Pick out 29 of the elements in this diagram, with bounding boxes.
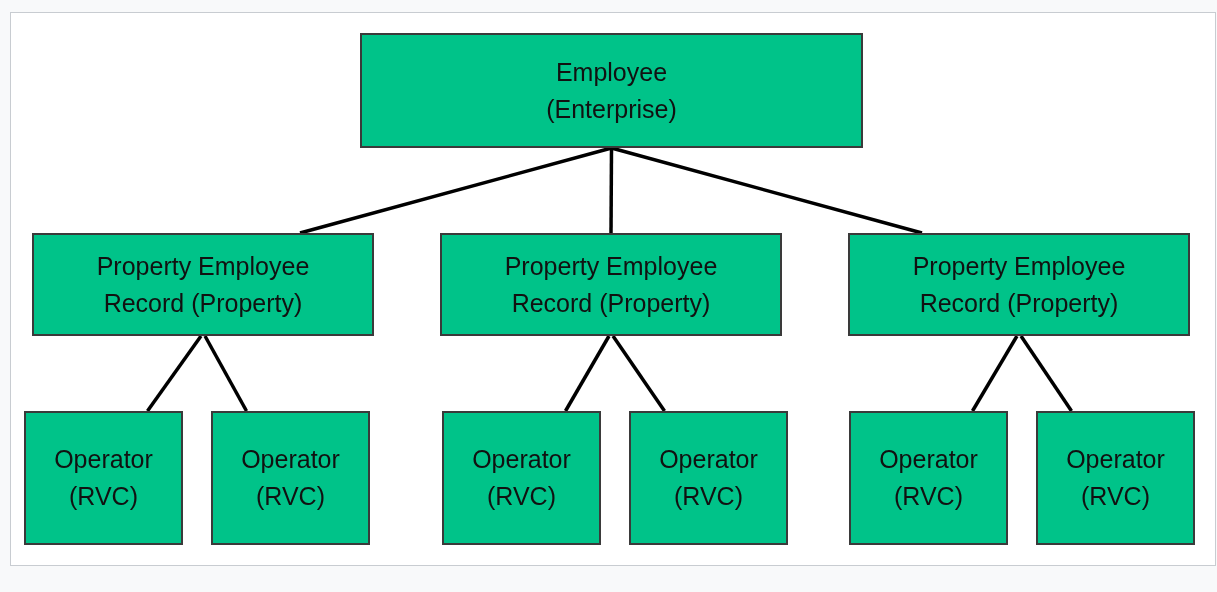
process-box — [211, 411, 370, 545]
box-label: Operator (RVC) — [54, 444, 153, 512]
process-box — [629, 411, 788, 545]
box-label: Operator (RVC) — [241, 444, 340, 512]
process-box — [440, 233, 782, 336]
box-label: Operator (RVC) — [659, 444, 758, 512]
process-box — [24, 411, 183, 545]
box-label: Property Employee Record (Property) — [503, 250, 719, 319]
box-label: Employee (Enterprise) — [545, 56, 678, 125]
connector-line — [611, 146, 923, 235]
connector-line — [609, 148, 614, 233]
process-box — [32, 233, 374, 336]
connector-line — [299, 146, 612, 235]
connector-line — [203, 335, 249, 412]
connector-line — [146, 335, 203, 412]
connector-line — [611, 335, 666, 412]
process-box — [848, 233, 1190, 336]
box-label: Operator (RVC) — [879, 444, 978, 512]
box-label: Operator (RVC) — [1066, 444, 1165, 512]
connector-line — [564, 335, 611, 412]
process-box — [442, 411, 601, 545]
box-label: Property Employee Record (Property) — [95, 250, 311, 319]
process-box — [849, 411, 1008, 545]
process-box — [1036, 411, 1195, 545]
process-box — [360, 33, 863, 148]
box-label: Property Employee Record (Property) — [911, 250, 1127, 319]
connector-line — [1019, 335, 1073, 412]
connector-line — [971, 335, 1019, 412]
box-label: Operator (RVC) — [472, 444, 571, 512]
